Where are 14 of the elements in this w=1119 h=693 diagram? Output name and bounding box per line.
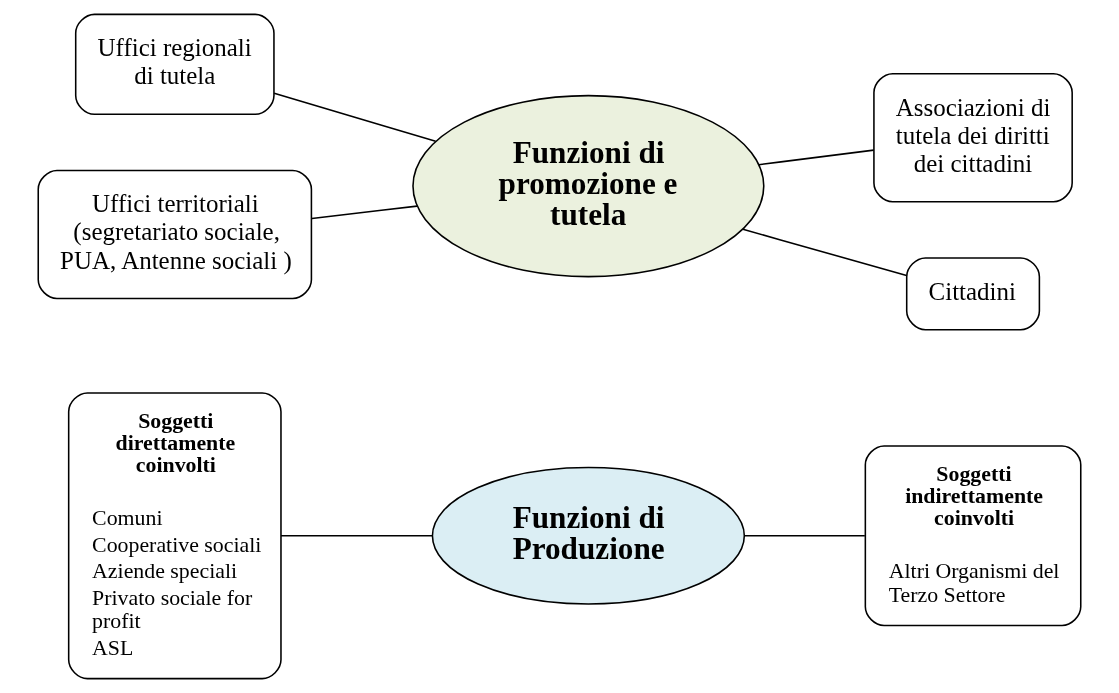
node-box: Cittadini (905, 257, 1041, 331)
node-box: Soggetti indirettamente coinvolti Altri Organismi del Terzo Settore (864, 445, 1082, 627)
connector (758, 149, 875, 166)
connector (273, 92, 437, 143)
node-box: Soggetti direttamente coinvolti Comuni Cooperative sociali Aziende speciali Privato sociale for profit ASL (67, 392, 282, 680)
node-ellipse: Funzioni di promozione e tutela (412, 94, 765, 278)
connector (742, 228, 908, 277)
connector (311, 205, 418, 220)
connector (280, 535, 434, 537)
node-box: Uffici regionali di tutela (74, 13, 275, 116)
node-box: Uffici territoriali (segretariato sociale, PUA, Antenne sociali ) (37, 169, 313, 300)
node-box: Associazioni di tutela dei diritti dei cittadini (873, 72, 1073, 203)
connector (743, 535, 866, 537)
node-ellipse: Funzioni di Produzione (431, 466, 746, 605)
